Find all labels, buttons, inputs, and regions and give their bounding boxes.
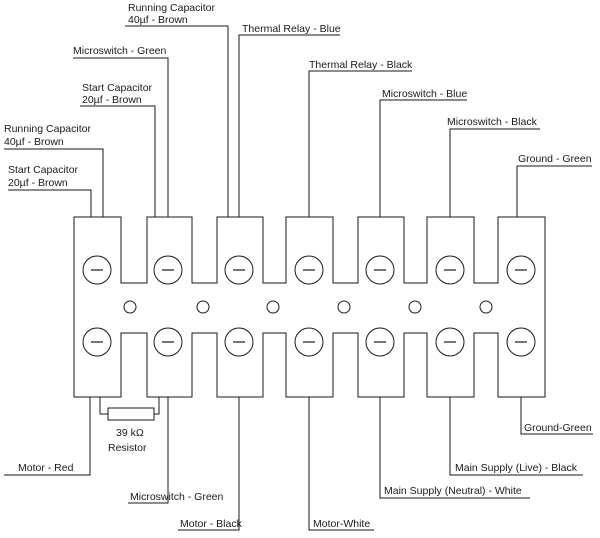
mounting-hole — [337, 300, 351, 314]
leader-thermal-relay-blue — [238, 34, 340, 217]
leader-motor-red — [4, 397, 91, 476]
bottom-leader-lines — [4, 397, 593, 531]
bottom-screw-row — [82, 327, 536, 357]
label-ground-green-bottom: Ground-Green — [524, 422, 592, 434]
leader-running-capacitor-top — [125, 25, 229, 217]
leader-running-capacitor-left — [4, 148, 104, 217]
leader-start-capacitor-left — [8, 189, 92, 217]
resistor-lead-left — [99, 397, 108, 415]
mounting-hole — [408, 300, 422, 314]
label-running-capacitor-left-line2: 40µf - Brown — [4, 136, 64, 148]
label-running-capacitor-left-line1: Running Capacitor — [4, 123, 91, 135]
label-thermal-relay-black: Thermal Relay - Black — [309, 59, 413, 71]
top-screw-row — [82, 255, 536, 285]
label-main-supply-neutral: Main Supply (Neutral) - White — [384, 485, 522, 497]
leader-ground-green-top — [516, 165, 592, 217]
label-motor-white: Motor-White — [313, 518, 370, 530]
label-start-capacitor-left-line1: Start Capacitor — [8, 164, 79, 176]
label-running-capacitor-line2: 40µf - Brown — [128, 14, 188, 26]
label-microswitch-black: Microswitch - Black — [447, 116, 538, 128]
bottom-labels: Ground-Green Main Supply (Live) - Black … — [18, 422, 592, 530]
terminal-block — [73, 216, 546, 398]
top-labels: Running Capacitor 40µf - Brown Thermal R… — [4, 2, 592, 189]
leader-microswitch-blue — [379, 99, 467, 217]
leader-main-supply-neutral — [379, 397, 530, 499]
leader-microswitch-green-top — [73, 57, 169, 217]
mounting-hole — [123, 300, 137, 314]
label-main-supply-live: Main Supply (Live) - Black — [455, 462, 578, 474]
label-thermal-relay-blue: Thermal Relay - Blue — [242, 23, 341, 35]
resistor: 39 kΩ Resistor — [99, 397, 160, 454]
mounting-holes — [123, 300, 493, 314]
label-start-capacitor-line1: Start Capacitor — [82, 82, 153, 94]
mounting-hole — [479, 300, 493, 314]
leader-microswitch-black — [449, 128, 540, 217]
leader-ground-green-bottom — [520, 397, 593, 435]
leader-thermal-relay-black — [308, 70, 412, 217]
label-motor-red: Motor - Red — [18, 462, 74, 474]
leader-start-capacitor-top — [80, 105, 156, 217]
resistor-name: Resistor — [108, 442, 147, 454]
label-microswitch-green-bottom: Microswitch - Green — [130, 491, 224, 503]
resistor-value: 39 kΩ — [116, 427, 144, 439]
label-start-capacitor-left-line2: 20µf - Brown — [8, 177, 68, 189]
mounting-hole — [196, 300, 210, 314]
terminal-block-outline — [73, 216, 546, 398]
label-motor-black: Motor - Black — [180, 518, 243, 530]
mounting-hole — [266, 300, 280, 314]
resistor-body — [107, 407, 155, 421]
label-ground-green-top: Ground - Green — [518, 153, 592, 165]
leader-main-supply-live — [449, 397, 583, 476]
leader-motor-black — [178, 397, 240, 531]
leader-microswitch-green-bottom — [128, 397, 169, 504]
label-microswitch-green-top: Microswitch - Green — [73, 45, 167, 57]
leader-motor-white — [308, 397, 374, 531]
resistor-lead-right — [154, 397, 160, 415]
label-running-capacitor-line1: Running Capacitor — [128, 2, 215, 14]
label-microswitch-blue: Microswitch - Blue — [382, 88, 467, 100]
label-start-capacitor-line2: 20µf - Brown — [82, 94, 142, 106]
top-leader-lines — [4, 25, 592, 217]
